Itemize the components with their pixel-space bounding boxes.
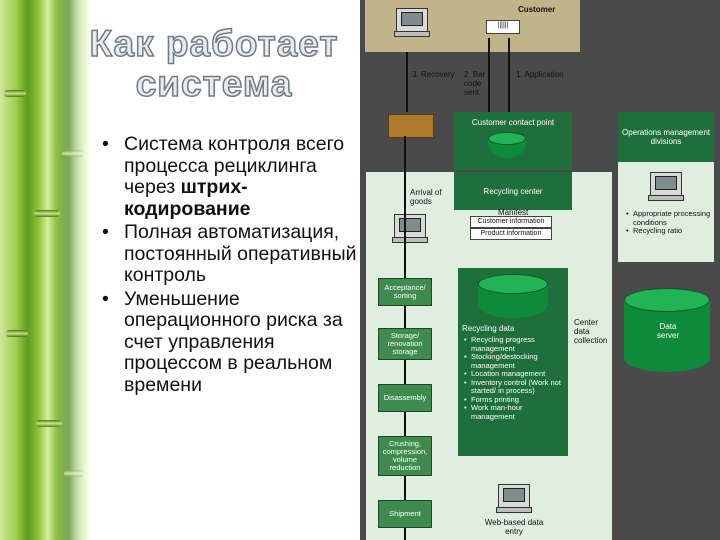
step-storage: Storage/ renovation storage [378,328,432,360]
title-line-1: Как работает [89,23,339,65]
data-item: Work man-hour management [464,403,564,421]
recycling-data-list: Recycling progress management Stocking/d… [464,335,564,421]
bullet-item: Уменьшение операционного риска за счет у… [100,288,370,397]
data-server-icon [624,288,710,372]
data-item: Recycling progress management [464,335,564,353]
step-crushing: Crushing, compression, volume reduction [378,436,432,476]
data-item: Location management [464,369,564,379]
operations-computer-icon [648,172,684,201]
slide-title: Как работает система [74,23,354,105]
data-item: Stocking/destocking management [464,352,564,370]
web-entry-computer-icon [496,484,532,513]
manifest-label: Manifest [498,208,529,217]
bullet-list: Система контроля всего процесса рециклин… [100,133,370,398]
arrival-label: Arrival of goods [410,188,442,206]
step-acceptance: Acceptance/ sorting [378,278,432,306]
bamboo-background [0,0,92,540]
web-entry-label: Web-based data entry [484,518,544,536]
operations-list: Appropriate processing conditions Recycl… [626,209,712,236]
data-server-label: Data server [656,322,680,340]
contact-database-icon [488,132,526,158]
bullet-item: Полная автоматизация, постоянный операти… [100,221,370,287]
bullet-bold-text: штрих-кодирование [124,176,251,220]
bullet-item: Система контроля всего процесса рециклин… [100,133,370,220]
recycling-database-icon [478,274,548,318]
center-collection-label: Center data collection [574,318,608,345]
application-label: 1. Application [516,70,564,79]
data-item: Forms printing [464,395,564,405]
data-item: Inventory control (Work not started/ in … [464,378,564,396]
arrival-computer-icon [392,214,428,243]
step-shipment: Shipment [378,500,432,528]
recycling-data-label: Recycling data [462,324,515,333]
customer-computer-icon [394,8,430,37]
product-info-box: Product information [470,228,552,240]
operations-header: Operations management divisions [618,112,714,162]
title-line-2: система [135,63,293,105]
ops-item: Appropriate processing conditions [626,209,712,227]
step-disassembly: Disassembly [378,384,432,412]
bar-code-sent-label: 2. Bar code sent [464,70,486,97]
barcode-label-icon: |||||| [486,20,520,34]
truck-icon [388,114,434,138]
customer-label: Customer [518,5,556,14]
recycling-center-header: Recycling center [454,172,572,210]
ops-item: Recycling ratio [626,226,712,236]
recovery-label: 3. Recovery [412,70,455,79]
customer-info-box: Customer information [470,216,552,228]
recycling-diagram: Customer |||||| 3. Recovery 2. Bar code … [360,0,720,540]
